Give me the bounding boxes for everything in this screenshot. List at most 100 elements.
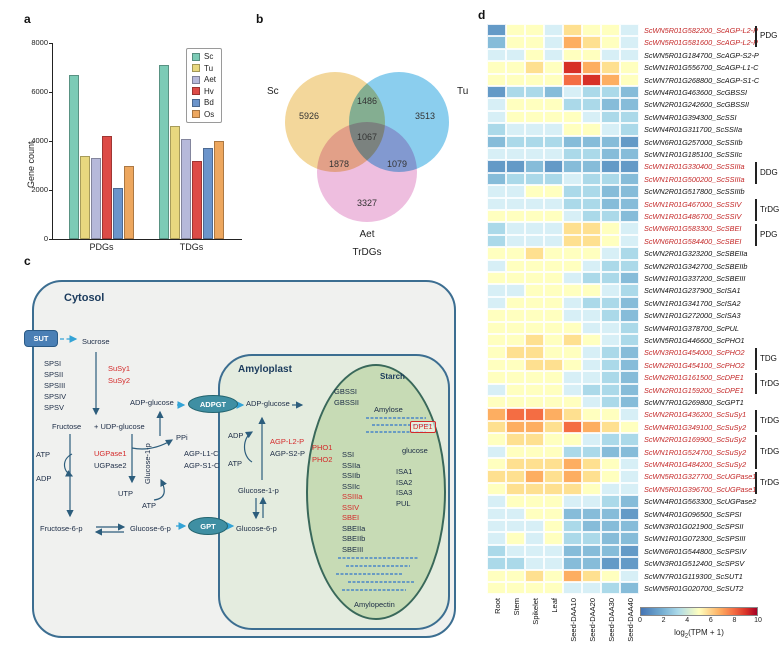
heatmap-row-label: ScWN5R01G396700_ScUGPase1 [644, 484, 757, 494]
heatmap-cell [544, 470, 563, 483]
heatmap-row-label: ScWN1R01G556700_ScAGP-L1-C [644, 63, 759, 73]
pathway-label-0: GBSSI [334, 387, 357, 396]
heatmap-row-label: ScWN3R01G021900_ScSPSII [644, 522, 744, 531]
bar-tdgs-sc [159, 65, 169, 239]
pathway-label-adp-agpase-plastid: ADP [228, 431, 244, 440]
pathway-label-amylopectin: Amylopectin [354, 600, 395, 609]
heatmap-cell [620, 160, 639, 173]
legend-tick-label: 8 [732, 617, 737, 624]
heatmap-cell [620, 234, 639, 248]
heatmap-cell [582, 272, 601, 285]
heatmap-cell [582, 569, 601, 582]
heatmap-cell [544, 160, 563, 173]
group-bracket [755, 223, 757, 246]
heatmap-cell [544, 272, 563, 285]
heatmap-cell [506, 110, 525, 124]
heatmap-cell [582, 222, 601, 235]
heatmap-cell [563, 259, 582, 272]
heatmap-cell [525, 458, 544, 471]
heatmap-cell [525, 123, 544, 136]
venn-circle-aet [317, 122, 417, 222]
heatmap-cell [620, 495, 639, 508]
heatmap-cell [506, 123, 525, 136]
heatmap-cell [582, 259, 601, 272]
heatmap-cell [487, 582, 506, 595]
heatmap-cell [601, 470, 620, 483]
heatmap-cell [601, 210, 620, 223]
heatmap-cell [601, 48, 620, 62]
pathway-label-1: GBSSII [334, 398, 360, 407]
heatmap-cell [506, 296, 525, 310]
heatmap-cell [487, 86, 506, 99]
heatmap-cell [563, 346, 582, 359]
heatmap-cell [544, 358, 563, 372]
heatmap-cell [525, 309, 544, 322]
heatmap-cell [487, 36, 506, 49]
venn-footer-label: TrDGs [352, 247, 382, 258]
pathway-label-3: SPSIV [44, 392, 67, 401]
heatmap-row-label: ScWN2R01G161500_ScDPE1 [644, 373, 744, 383]
panel-a-label: a [24, 12, 31, 26]
heatmap-cell [487, 309, 506, 322]
bar-tdgs-bd [203, 148, 213, 239]
heatmap-cell [620, 272, 639, 285]
heatmap-cell [544, 309, 563, 322]
heatmap-cell [563, 284, 582, 297]
reaction-arrows [63, 352, 304, 536]
heatmap-cell [582, 247, 601, 260]
heatmap-cell [525, 185, 544, 198]
heatmap-cell [525, 371, 544, 384]
heatmap-cell [620, 569, 639, 582]
heatmap-cell [563, 458, 582, 471]
heatmap-cell [487, 197, 506, 210]
heatmap-cell [582, 458, 601, 471]
heatmap-cell [525, 296, 544, 310]
pathway-label-3: PUL [396, 498, 411, 508]
heatmap-cell [487, 259, 506, 272]
legend-swatch [192, 98, 200, 107]
heatmap-cell [601, 61, 620, 74]
heatmap-cell [525, 135, 544, 148]
bar-pdgs-bd [113, 187, 123, 239]
heatmap-cell [525, 272, 544, 285]
pathway-label-9: SBEIII [342, 544, 364, 554]
group-bracket [755, 471, 757, 494]
heatmap-cell [506, 532, 525, 545]
heatmap-cell [582, 185, 601, 198]
heatmap-cell [582, 507, 601, 520]
heatmap-cell [563, 135, 582, 148]
heatmap-cell [601, 98, 620, 111]
heatmap-cell [544, 247, 563, 260]
heatmap-cell [487, 48, 506, 62]
heatmap-cell [620, 284, 639, 297]
heatmap-cell [544, 433, 563, 446]
pathway-label-4: SPSV [44, 403, 65, 412]
heatmap-row-label: ScWN2R01G342700_ScSBEIIb [644, 261, 748, 271]
heatmap-row-label: ScWN2R01G159200_ScDPE1 [644, 385, 744, 395]
heatmap-cell [506, 61, 525, 74]
heatmap-cell [506, 557, 525, 570]
heatmap-cell [544, 408, 563, 421]
heatmap-row-label: ScWN2R01G517800_ScSSIIIb [644, 187, 745, 197]
heatmap-cell [506, 383, 525, 396]
heatmap-cell [506, 371, 525, 384]
heatmap-cell [563, 445, 582, 458]
heatmap-cell [620, 172, 639, 186]
heatmap-row-label: ScWN4R01G349100_ScSuSy2 [644, 422, 747, 432]
heatmap-cell [525, 346, 544, 359]
heatmap-cell [563, 371, 582, 384]
heatmap-row-label: ScWN5R01G581600_ScAGP-L2-P [644, 38, 758, 48]
heatmap-cell [487, 210, 506, 223]
heatmap-cell [525, 321, 544, 334]
heatmap-cell [620, 222, 639, 235]
heatmap-cell [487, 557, 506, 570]
venn-count-tu-only: 3513 [414, 111, 436, 121]
pathway-label-glucose-6p-amyloplast: Glucose-6-p [236, 524, 277, 533]
heatmap-row-label: ScWN4R01G311700_ScSSIIa [644, 125, 743, 135]
heatmap-cell [563, 544, 582, 558]
heatmap-cell [544, 383, 563, 396]
heatmap-cell [582, 73, 601, 86]
heatmap-row-label: ScWN3R01G512400_ScSPSV [644, 559, 745, 569]
